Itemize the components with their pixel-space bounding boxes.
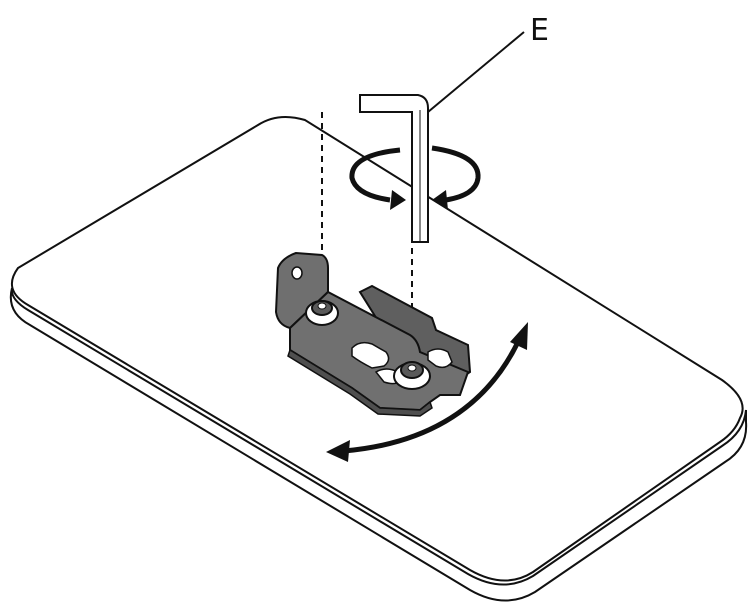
callout-label: E bbox=[530, 13, 549, 48]
rotate-arrowhead-left bbox=[390, 190, 406, 210]
hex-key-body bbox=[359, 94, 429, 243]
screw-left-socket bbox=[317, 302, 327, 310]
screw-right bbox=[393, 361, 431, 390]
base-plate-edge bbox=[9, 287, 748, 602]
circular-rotate-arrow-icon bbox=[349, 145, 481, 210]
bracket-slot-1 bbox=[351, 341, 390, 369]
hex-key bbox=[359, 94, 429, 243]
curved-double-arrow-icon bbox=[326, 322, 528, 462]
swivel-arrowhead-right bbox=[510, 322, 528, 350]
bracket-flange bbox=[274, 251, 329, 330]
callout-e: E bbox=[427, 13, 549, 113]
bracket-base-edge bbox=[287, 348, 433, 417]
screw-right-socket bbox=[407, 364, 417, 372]
rotate-arrow-back-arc bbox=[349, 147, 401, 203]
bracket-slot-2 bbox=[427, 348, 453, 369]
rotate-arrow-front-arc bbox=[431, 145, 481, 203]
swivel-arrowhead-left bbox=[326, 440, 350, 462]
swivel-arrow-curve bbox=[343, 340, 521, 454]
flange-hole bbox=[291, 266, 303, 280]
rotate-arrowhead-right bbox=[432, 190, 448, 210]
screw-left bbox=[305, 300, 339, 326]
callout-leader-line bbox=[427, 31, 525, 113]
